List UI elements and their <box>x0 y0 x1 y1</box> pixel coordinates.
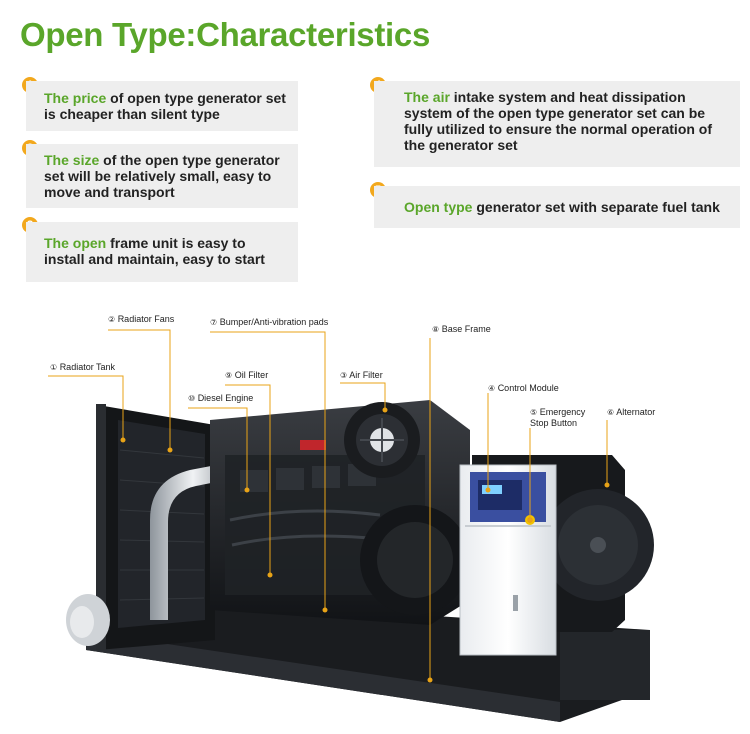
callout-emergency-stop-button: ⑤ Emergency Stop Button <box>530 407 586 428</box>
feature-highlight: The price <box>44 90 107 106</box>
callout-dots <box>120 407 610 683</box>
callout-bumper-anti-vibration-pads: ⑦ Bumper/Anti-vibration pads <box>210 317 329 327</box>
callout-radiator-tank: ① Radiator Tank <box>50 362 116 372</box>
callout-radiator-fans: ② Radiator Fans <box>108 314 175 324</box>
callout-air-filter: ③ Air Filter <box>340 370 383 380</box>
feature-text: of the open type generator set will be r… <box>44 152 280 200</box>
feature-item: The open frame unit is easy to install a… <box>26 222 298 282</box>
feature-highlight: Open type <box>404 199 473 215</box>
page-title: Open Type:Characteristics <box>20 16 431 53</box>
feature-item: Open type generator set with separate fu… <box>374 186 740 228</box>
feature-highlight: The air <box>404 89 450 105</box>
feature-item: The price of open type generator set is … <box>26 81 298 131</box>
feature-text: of open type generator set is cheaper th… <box>44 90 286 122</box>
feature-item: The air intake system and heat dissipati… <box>374 81 740 167</box>
feature-highlight: The size <box>44 152 100 168</box>
feature-text: frame unit is easy to install and mainta… <box>44 235 265 267</box>
feature-text: generator set with separate fuel tank <box>472 199 720 215</box>
callout-lines <box>48 329 608 680</box>
feature-item: The size of the open type generator set … <box>26 144 298 208</box>
callout-oil-filter: ⑨ Oil Filter <box>225 370 269 380</box>
feature-highlight: The open <box>44 235 107 251</box>
callout-base-frame: ⑧ Base Frame <box>432 324 491 334</box>
callout-control-module: ④ Control Module <box>488 383 559 393</box>
callout-alternator: ⑥ Alternator <box>607 407 656 417</box>
callout-diesel-engine: ⑩ Diesel Engine <box>188 393 254 403</box>
feature-text: intake system and heat dissipation syste… <box>404 89 713 153</box>
